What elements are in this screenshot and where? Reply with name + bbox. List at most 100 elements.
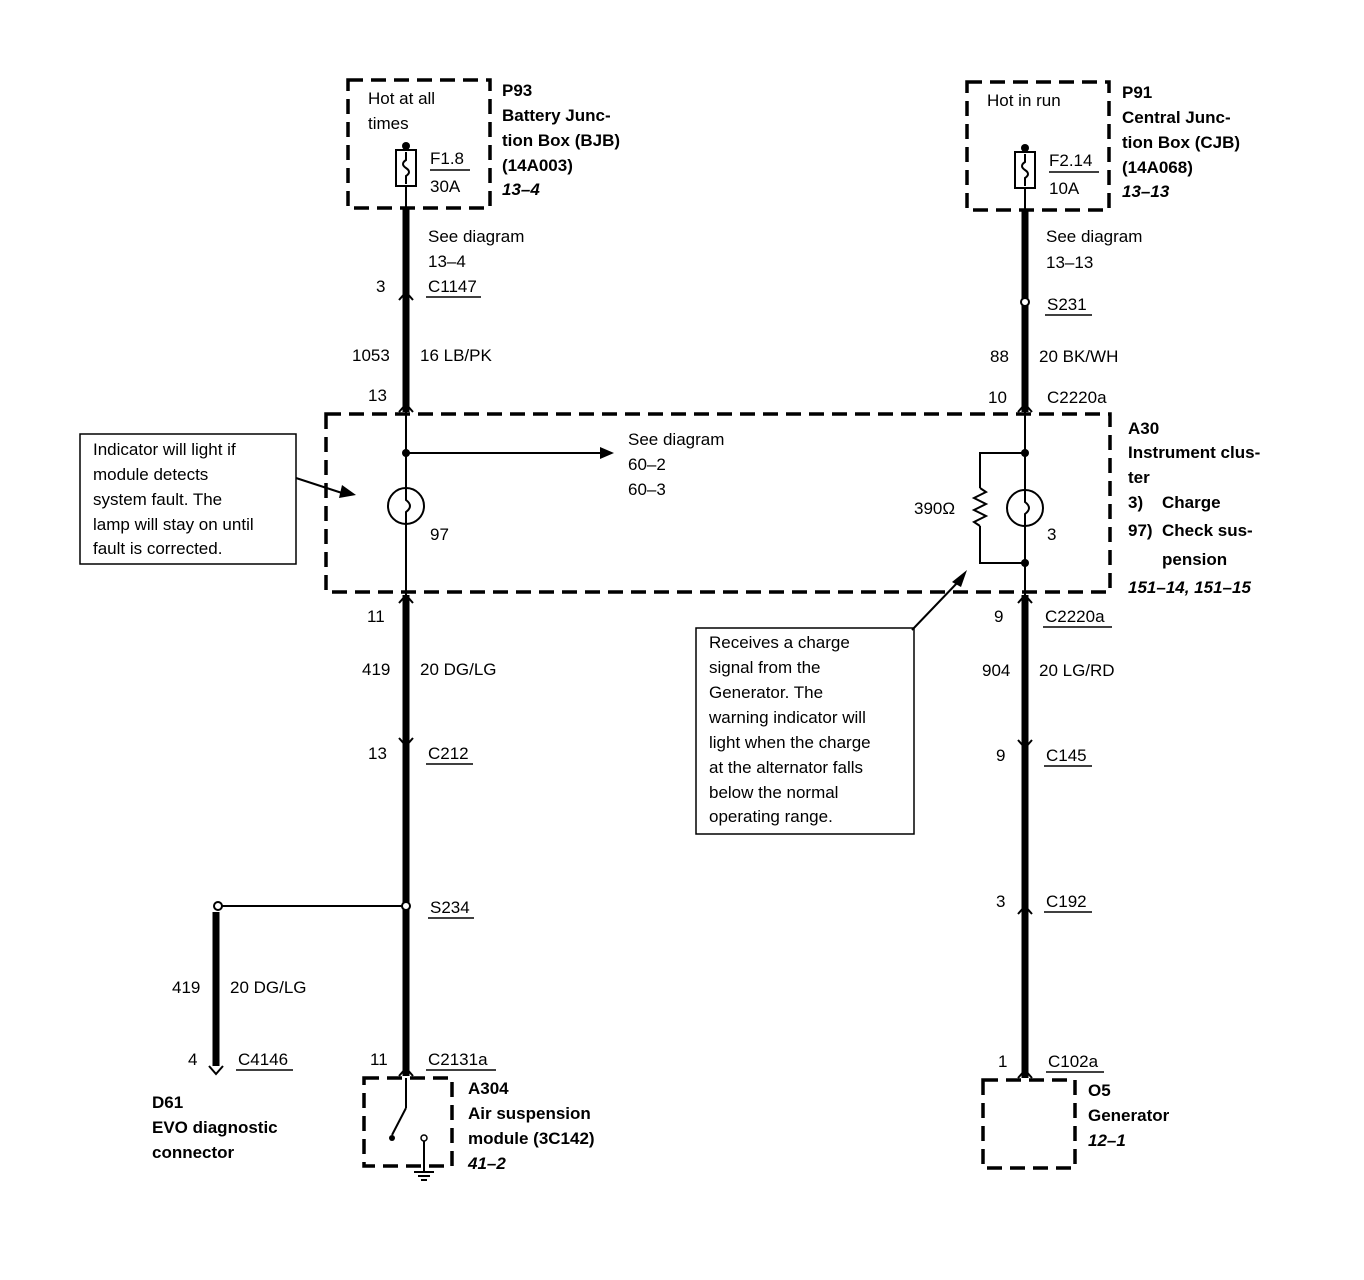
a304-switch-contact-right xyxy=(420,1134,428,1142)
c2131a-label: C2131a xyxy=(428,1050,488,1069)
charge-note-line6: at the alternator falls xyxy=(709,758,863,777)
c192-label: C192 xyxy=(1046,892,1087,911)
c2220a-right-out-label: C2220a xyxy=(1045,607,1105,626)
bjb-id: P93 xyxy=(502,81,532,100)
cluster-see-diagram: See diagram xyxy=(628,430,724,449)
cluster-see-ref-1: 60–2 xyxy=(628,455,666,474)
cjb-fuse-element xyxy=(1021,154,1029,186)
c2220a-right-in-pin: 10 xyxy=(988,388,1007,407)
d61-id: D61 xyxy=(152,1093,183,1112)
cluster-see-ref-2: 60–3 xyxy=(628,480,666,499)
charge-note-pointer xyxy=(911,581,959,631)
bjb-status-line1: Hot at all xyxy=(368,89,435,108)
bjb-name-line2: tion Box (BJB) xyxy=(502,131,620,150)
bjb-box xyxy=(346,78,492,210)
bjb-name-line3: (14A003) xyxy=(502,156,573,175)
charge-note-line4: warning indicator will xyxy=(708,708,866,727)
bjb-fuse-node xyxy=(402,142,410,150)
c145-connector xyxy=(1017,739,1033,750)
a304-name-line1: Air suspension xyxy=(468,1104,591,1123)
c102a-pin: 1 xyxy=(998,1052,1007,1071)
cluster-item-3-label: Charge xyxy=(1162,493,1221,512)
bjb-ref: 13–4 xyxy=(502,180,540,199)
s234-label: S234 xyxy=(430,898,470,917)
indicator-note-line2: module detects xyxy=(93,465,208,484)
cluster-item-97-num: 97) xyxy=(1128,521,1153,540)
indicator-note-line1: Indicator will light if xyxy=(93,440,236,459)
bjb-fuse-id: F1.8 xyxy=(430,149,464,168)
cjb-see-diagram: See diagram xyxy=(1046,227,1142,246)
bjb-name-line1: Battery Junc- xyxy=(502,106,611,125)
cjb-ref: 13–13 xyxy=(1122,182,1170,201)
c2131a-connector xyxy=(398,1066,414,1077)
o5-id: O5 xyxy=(1088,1081,1111,1100)
charge-note-line8: operating range. xyxy=(709,807,833,826)
bjb-see-ref: 13–4 xyxy=(428,252,466,271)
cluster-id: A30 xyxy=(1128,419,1159,438)
charge-note-line7: below the normal xyxy=(709,783,838,802)
a304-module-box xyxy=(362,1076,454,1168)
wire-1053-number: 1053 xyxy=(352,346,390,365)
c1147-label: C1147 xyxy=(428,277,477,296)
resistor-value: 390Ω xyxy=(914,499,955,518)
cjb-name-line3: (14A068) xyxy=(1122,158,1193,177)
c1147-connector xyxy=(398,290,414,301)
c2220a-right-out-pin: 9 xyxy=(994,607,1003,626)
c1147-pin: 3 xyxy=(376,277,385,296)
c102a-label: C102a xyxy=(1048,1052,1099,1071)
c2220a-left-in-connector xyxy=(398,402,414,413)
c192-connector xyxy=(1017,904,1033,915)
c145-pin: 9 xyxy=(996,746,1005,765)
wire-1053-color: 16 LB/PK xyxy=(420,346,492,365)
indicator-note-pointer xyxy=(295,477,343,494)
wire-904-color: 20 LG/RD xyxy=(1039,661,1115,680)
bjb-fuse-amps: 30A xyxy=(430,177,461,196)
bjb-see-diagram: See diagram xyxy=(428,227,524,246)
bjb-fuse-element xyxy=(402,152,410,184)
cluster-name-line2: ter xyxy=(1128,468,1150,487)
c212-connector xyxy=(398,737,414,748)
charge-note-line3: Generator. The xyxy=(709,683,823,702)
instrument-cluster-box xyxy=(324,412,1112,594)
o5-name: Generator xyxy=(1088,1106,1170,1125)
indicator-note-arrow-icon xyxy=(339,485,356,498)
c2131a-pin: 11 xyxy=(370,1050,388,1069)
c2220a-left-out-connector xyxy=(398,593,414,604)
c2220a-right-in-label: C2220a xyxy=(1047,388,1107,407)
resistor-390-icon xyxy=(971,487,989,527)
c2220a-left-out-pin: 11 xyxy=(367,607,385,626)
branch-wire-number: 419 xyxy=(172,978,200,997)
cluster-item-97-label-line1: Check sus- xyxy=(1162,521,1253,540)
see-diagram-arrow-icon xyxy=(600,447,614,459)
charge-note-line2: signal from the xyxy=(709,658,821,677)
indicator-note-line3: system fault. The xyxy=(93,490,222,509)
c212-label: C212 xyxy=(428,744,469,763)
o5-ref: 12–1 xyxy=(1088,1131,1126,1150)
cjb-status: Hot in run xyxy=(987,91,1061,110)
c212-pin: 13 xyxy=(368,744,387,763)
d61-name-line2: connector xyxy=(152,1143,235,1162)
o5-generator-box xyxy=(981,1078,1077,1170)
a304-ref: 41–2 xyxy=(467,1154,506,1173)
c4146-pin: 4 xyxy=(188,1050,197,1069)
branch-wire-color: 20 DG/LG xyxy=(230,978,307,997)
charge-note-line1: Receives a charge xyxy=(709,633,850,652)
cluster-item-97-label-line2: pension xyxy=(1162,550,1227,569)
cjb-id: P91 xyxy=(1122,83,1152,102)
s231-label: S231 xyxy=(1047,295,1087,314)
cjb-fuse-id: F2.14 xyxy=(1049,151,1092,170)
a304-id: A304 xyxy=(468,1079,509,1098)
cluster-name-line1: Instrument clus- xyxy=(1128,443,1260,462)
lamp-97-filament xyxy=(405,488,411,524)
indicator-note-box xyxy=(79,433,297,565)
a304-switch-icon xyxy=(391,1107,407,1136)
a304-name-line2: module (3C142) xyxy=(468,1129,595,1148)
cjb-box xyxy=(965,80,1111,212)
resistor-top-lead xyxy=(979,452,1025,488)
cluster-item-3-num: 3) xyxy=(1128,493,1143,512)
wire-904-number: 904 xyxy=(982,661,1010,680)
cjb-fuse-amps: 10A xyxy=(1049,179,1080,198)
c4146-connector xyxy=(208,1065,224,1076)
c145-label: C145 xyxy=(1046,746,1087,765)
cjb-name-line1: Central Junc- xyxy=(1122,108,1231,127)
